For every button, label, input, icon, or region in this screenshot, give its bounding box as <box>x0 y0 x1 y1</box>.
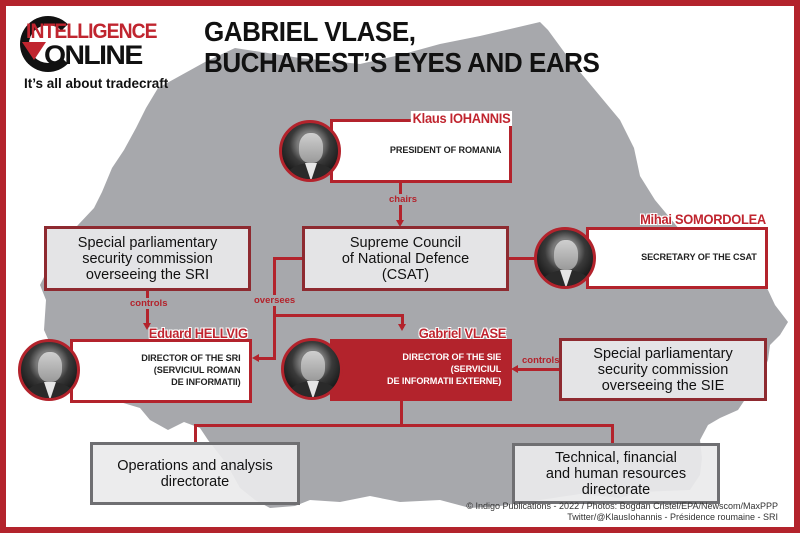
photo-credits: © Indigo Publications - 2022 / Photos: B… <box>466 501 778 523</box>
org-box-csat: Supreme Council of National Defence (CSA… <box>302 226 509 291</box>
sri-commission-line-1: Special parliamentary <box>77 234 218 251</box>
connector-directorates-horizontal <box>194 424 614 427</box>
logo-text-online: ONLINE <box>44 40 143 70</box>
label-oversees: oversees <box>252 295 298 306</box>
hellvig-role-line-2: (SERVICIUL ROMAN <box>154 365 241 376</box>
connector-to-operations <box>194 424 197 444</box>
infographic-frame: INTELLIGENCE ONLINE It’s all about trade… <box>6 6 794 527</box>
sri-commission-line-2: security commission <box>82 250 213 267</box>
person-name-somordolea: Mihai SOMORDOLEA <box>640 211 767 227</box>
org-box-operations-directorate: Operations and analysis directorate <box>90 442 300 505</box>
arrow-left-icon <box>511 365 518 373</box>
person-card-hellvig: DIRECTOR OF THE SRI (SERVICIUL ROMAN DE … <box>70 339 252 403</box>
credits-line-1: © Indigo Publications - 2022 / Photos: B… <box>466 501 778 511</box>
title-line-1: GABRIEL VLASE, <box>204 16 416 47</box>
page-title: GABRIEL VLASE, BUCHAREST’S EYES AND EARS <box>204 16 629 78</box>
person-role-somordolea: SECRETARY OF THE CSAT <box>641 252 757 263</box>
label-controls-sie: controls <box>522 355 560 366</box>
person-card-somordolea: SECRETARY OF THE CSAT <box>586 227 768 289</box>
arrow-down-icon <box>396 220 404 227</box>
connector-csat-secretary <box>508 257 538 260</box>
connector-to-sie-horizontal <box>273 314 404 317</box>
connector-oversees-vertical <box>273 257 276 359</box>
label-chairs: chairs <box>387 194 419 205</box>
operations-line-1: Operations and analysis <box>117 457 273 474</box>
arrow-left-icon <box>252 354 259 362</box>
sie-commission-line-3: overseeing the SIE <box>601 377 725 394</box>
portrait-photo-somordolea <box>534 227 596 289</box>
connector-sie-directorates <box>400 400 403 426</box>
connector-oversees <box>273 257 303 260</box>
person-name-iohannis: Klaus IOHANNIS <box>410 110 512 126</box>
hellvig-role-line-1: DIRECTOR OF THE SRI <box>141 353 241 364</box>
logo-text-intelligence: INTELLIGENCE <box>26 20 158 43</box>
arrow-down-icon <box>398 324 406 331</box>
connector-controls-sie <box>516 368 560 371</box>
arrow-down-icon <box>143 323 151 330</box>
connector-to-sie-vertical <box>401 314 404 328</box>
connector-to-sri <box>258 357 276 360</box>
hellvig-role-line-3: DE INFORMATII) <box>171 377 241 388</box>
person-role-iohannis: PRESIDENT OF ROMANIA <box>389 145 501 156</box>
logo-wedge-icon <box>22 42 46 60</box>
csat-line-1: Supreme Council <box>349 234 462 251</box>
org-box-sri-commission: Special parliamentary security commissio… <box>44 226 251 291</box>
credits-line-2: Twitter/@KlausIohannis - Présidence roum… <box>567 512 778 522</box>
portrait-photo-iohannis <box>279 120 341 182</box>
intelligence-online-logo: INTELLIGENCE ONLINE It’s all about trade… <box>16 14 196 94</box>
sri-commission-line-3: overseeing the SRI <box>85 266 210 283</box>
logo-tagline: It’s all about tradecraft <box>24 76 169 91</box>
portrait-photo-hellvig <box>18 339 80 401</box>
technical-line-1: Technical, financial <box>555 449 677 466</box>
sie-commission-line-2: security commission <box>597 361 729 378</box>
org-box-technical-directorate: Technical, financial and human resources… <box>512 443 720 504</box>
csat-line-3: (CSAT) <box>381 266 430 283</box>
label-controls-sri: controls <box>128 298 170 309</box>
vlase-role-line-2: (SERVICIUL <box>450 364 501 375</box>
vlase-role-line-3: DE INFORMATII EXTERNE) <box>386 376 501 387</box>
org-box-sie-commission: Special parliamentary security commissio… <box>559 338 767 401</box>
csat-line-2: of National Defence <box>341 250 470 267</box>
connector-to-technical <box>611 424 614 444</box>
technical-line-3: directorate <box>581 481 651 498</box>
title-line-2: BUCHAREST’S EYES AND EARS <box>204 47 600 78</box>
sie-commission-line-1: Special parliamentary <box>593 345 733 362</box>
person-card-iohannis: PRESIDENT OF ROMANIA <box>330 119 512 183</box>
technical-line-2: and human resources <box>545 465 687 482</box>
operations-line-2: directorate <box>160 473 230 490</box>
person-card-vlase: DIRECTOR OF THE SIE (SERVICIUL DE INFORM… <box>330 339 512 401</box>
person-name-vlase: Gabriel VLASE <box>418 325 507 341</box>
person-name-hellvig: Eduard HELLVIG <box>149 325 249 341</box>
portrait-photo-vlase <box>281 338 343 400</box>
vlase-role-line-1: DIRECTOR OF THE SIE <box>402 352 501 363</box>
